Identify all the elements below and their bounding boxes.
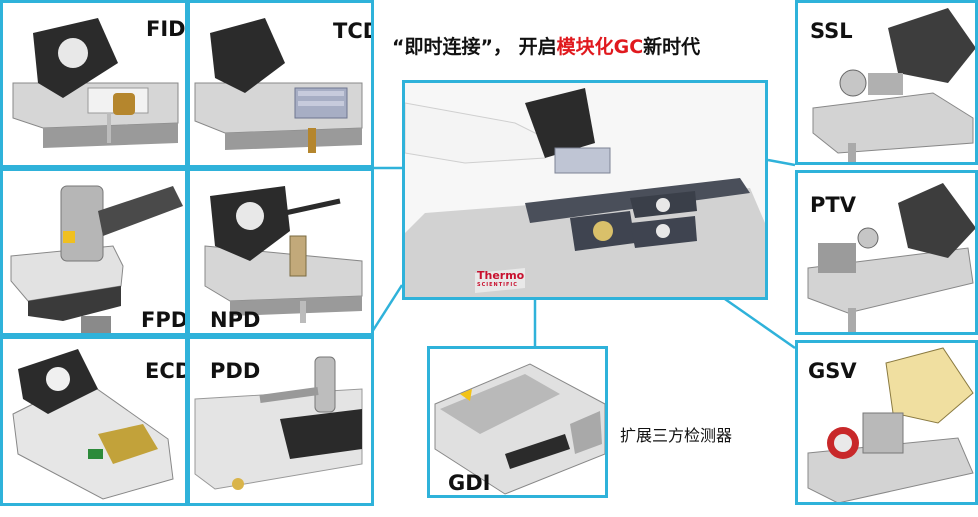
module-panel-ecd: ECD xyxy=(0,336,188,506)
label-gdi: GDI xyxy=(448,471,491,495)
center-instrument-panel: Thermo SCIENTIFIC xyxy=(402,80,768,300)
module-panel-fid: FID xyxy=(0,0,188,168)
ecd-module-illustration xyxy=(12,349,174,500)
label-pdd: PDD xyxy=(210,359,261,383)
gdi-module-illustration xyxy=(434,363,605,495)
label-ptv: PTV xyxy=(810,193,856,217)
label-tcd: TCD xyxy=(333,19,371,43)
label-ssl: SSL xyxy=(810,19,853,43)
thermo-brand-logo: Thermo SCIENTIFIC xyxy=(477,269,524,288)
module-panel-ptv: PTV xyxy=(795,170,978,335)
headline-highlight: 模块化 xyxy=(556,36,614,58)
module-panel-npd: NPD xyxy=(187,168,374,336)
brand-name: Thermo xyxy=(477,269,525,282)
label-fpd: FPD xyxy=(141,308,188,332)
extension-caption: 扩展三方检测器 xyxy=(620,426,733,445)
gc-instrument-illustration xyxy=(405,83,765,297)
gsv-module-illustration xyxy=(807,347,974,502)
label-npd: NPD xyxy=(210,308,261,332)
tcd-module-illustration xyxy=(194,18,363,153)
label-gsv: GSV xyxy=(808,359,857,383)
brand-subtitle: SCIENTIFIC xyxy=(477,282,518,288)
fid-module-illustration xyxy=(12,18,179,148)
ptv-module-illustration xyxy=(807,183,975,332)
headline-suffix: 新时代 xyxy=(643,36,701,58)
module-panel-fpd: FPD xyxy=(0,168,188,336)
fpd-module-illustration xyxy=(10,185,183,333)
label-fid: FID xyxy=(146,17,186,41)
pdd-module-illustration xyxy=(194,356,363,490)
ssl-module-illustration xyxy=(812,8,975,162)
module-panel-tcd: TCD xyxy=(187,0,374,168)
module-panel-pdd: PDD xyxy=(187,336,374,506)
headline-prefix: “即时连接”， 开启 xyxy=(392,36,557,58)
label-ecd: ECD xyxy=(145,359,188,383)
npd-module-illustration xyxy=(204,186,363,323)
module-panel-ssl: SSL xyxy=(795,0,978,165)
module-panel-gsv: GSV xyxy=(795,340,978,505)
module-panel-gdi: GDI xyxy=(427,346,608,498)
headline: “即时连接”， 开启模块化GC新时代 xyxy=(392,32,700,59)
headline-gc: GC xyxy=(613,36,644,58)
